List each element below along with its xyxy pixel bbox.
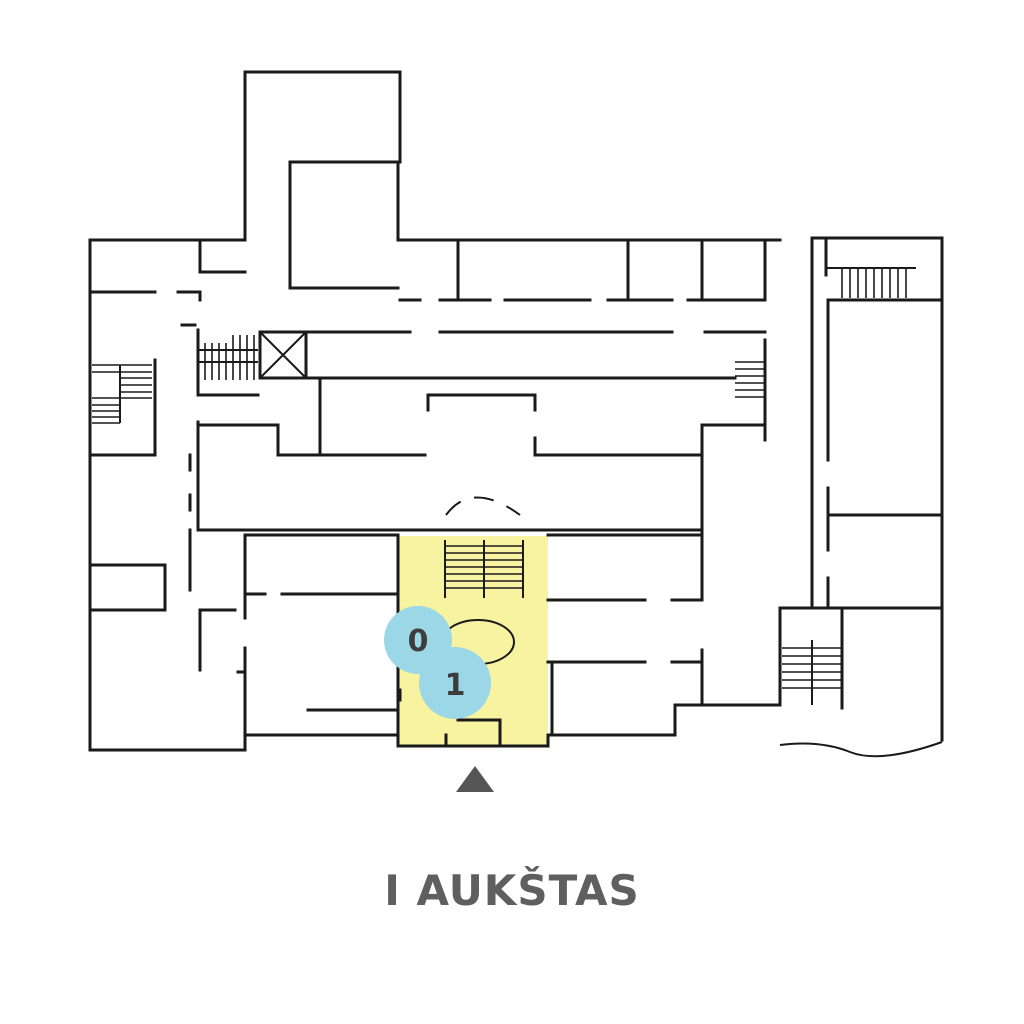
- stairs-east-corridor: [735, 361, 765, 398]
- stairs-northeast: [826, 267, 916, 298]
- marker-1-label: 1: [445, 668, 466, 703]
- outer-walls: [88, 70, 944, 758]
- stairs-central-north: [197, 335, 258, 380]
- floor-title: I AUKŠTAS: [384, 866, 640, 915]
- stairs-southeast: [782, 640, 842, 705]
- marker-1[interactable]: 1: [419, 647, 491, 719]
- elevator-icon: [258, 330, 308, 380]
- interior-walls: [88, 160, 944, 752]
- marker-0-label: 0: [408, 624, 429, 659]
- stairs-west: [92, 364, 152, 424]
- entrance-arrow-icon: [456, 766, 494, 792]
- stairs-main-entrance: [444, 540, 524, 598]
- marker-1-circle[interactable]: [419, 647, 491, 719]
